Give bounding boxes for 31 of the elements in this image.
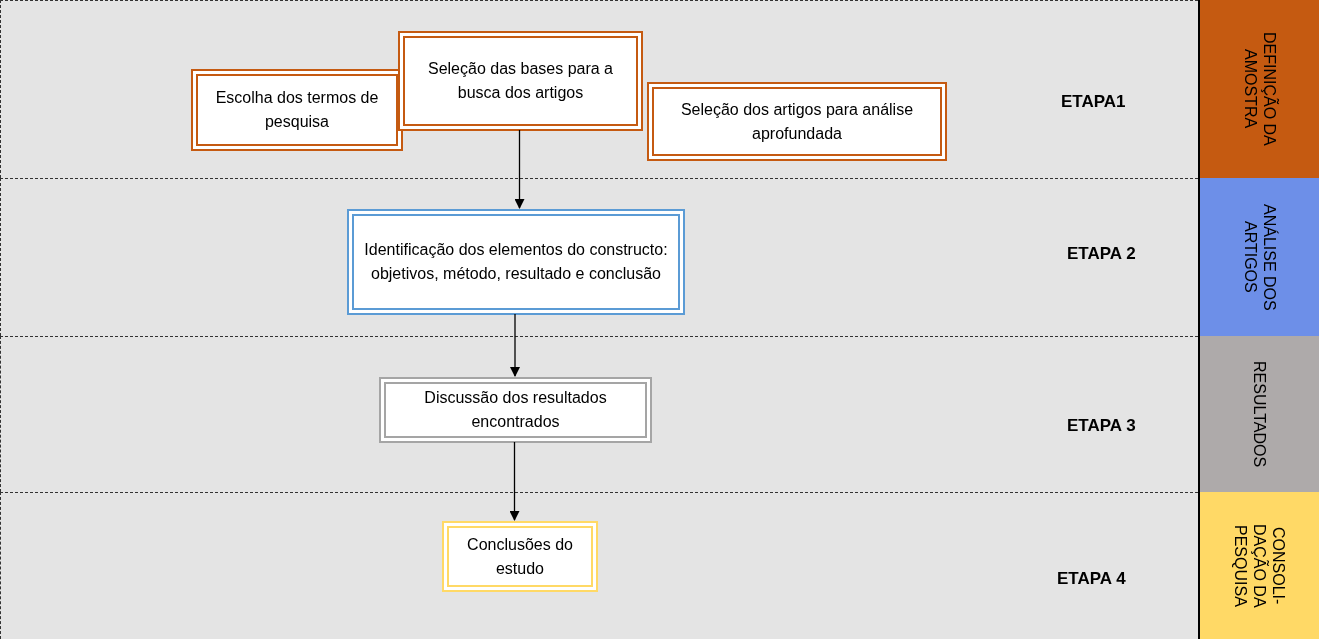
process-text: Identificação dos elementos do constructo: objetivos, método, resultado e conclusão	[363, 240, 669, 284]
stage-band	[0, 0, 1198, 178]
arrow	[509, 441, 520, 521]
phase-label: RESULTADOS	[1250, 360, 1270, 468]
stage-label: ETAPA1	[1061, 91, 1126, 113]
arrow	[514, 129, 525, 209]
process-text: Seleção das bases para a busca dos artigos	[427, 59, 614, 103]
stage-band	[0, 492, 1198, 639]
process-box	[442, 521, 598, 592]
phase-tab	[1198, 336, 1319, 492]
process-box	[191, 69, 403, 151]
process-box	[379, 377, 652, 443]
phase-tab	[1198, 178, 1319, 336]
phase-label: ANÁLISE DOS ARTIGOS	[1240, 202, 1279, 313]
stage-label: ETAPA 4	[1057, 568, 1126, 590]
arrow	[510, 313, 520, 377]
process-text: Escolha dos termos de pesquisa	[214, 88, 380, 132]
phase-tab	[1198, 492, 1319, 639]
process-text: Seleção dos artigos para análise aprofundada	[679, 99, 915, 144]
process-text: Discussão dos resultados encontrados	[423, 388, 608, 432]
phase-label: DEFINIÇÃO DA AMOSTRA	[1240, 31, 1279, 148]
phase-tab	[1198, 0, 1319, 178]
stage-label: ETAPA 2	[1067, 243, 1136, 265]
stage-band	[0, 178, 1198, 336]
stage-label: ETAPA 3	[1067, 415, 1136, 437]
process-box	[647, 82, 947, 161]
process-text: Conclusões do estudo	[466, 534, 574, 579]
phase-label: CONSOLI- DAÇÃO DA PESQUISA	[1230, 522, 1289, 610]
process-box	[347, 209, 685, 315]
process-box	[398, 31, 643, 131]
stage-band	[0, 336, 1198, 492]
